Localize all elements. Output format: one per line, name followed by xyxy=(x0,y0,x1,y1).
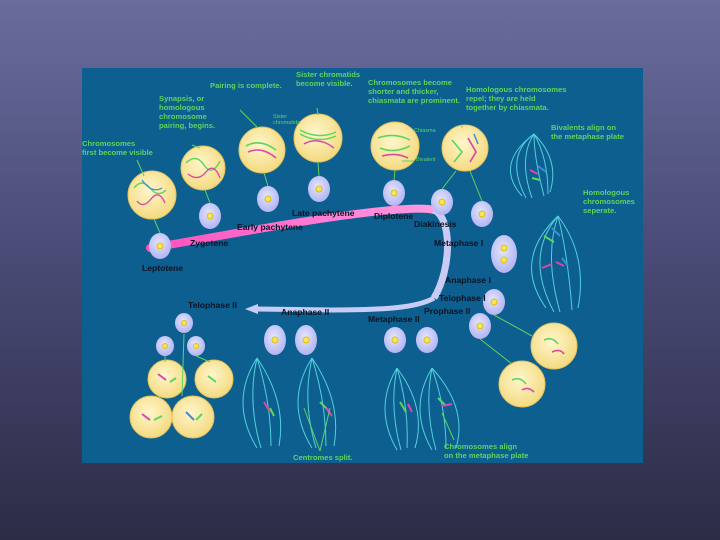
note-line: together by chiasmata. xyxy=(466,103,549,112)
cells-telophase-2 xyxy=(129,359,234,439)
leader-lines-top xyxy=(136,107,483,234)
note-line: pairing, begins. xyxy=(159,121,215,130)
stage-telophase-2: Telophase II xyxy=(188,300,237,310)
chromosomes-metaphase-1 xyxy=(529,165,547,181)
small-cells-anaphase-2 xyxy=(264,325,317,355)
stage-anaphase-1: Anaphase I xyxy=(445,275,491,285)
cell-chiasmata xyxy=(370,121,420,171)
note-line: on the metaphase plate xyxy=(444,451,528,460)
cell-telophase-1-lower xyxy=(498,360,546,408)
cell-pairing-complete xyxy=(238,126,286,174)
note-line: Chromosomes align xyxy=(444,442,517,451)
cell-sister-chromatids xyxy=(293,113,343,163)
note-line: seperate. xyxy=(583,206,616,215)
note-line: Homologous xyxy=(583,188,629,197)
spindle-anaphase-1 xyxy=(531,215,581,313)
note-line: shorter and thicker, xyxy=(368,87,438,96)
label-bivalent: Bivalent xyxy=(416,157,436,163)
stage-diplotene: Diplotene xyxy=(374,211,413,221)
chromosomes-anaphase-1 xyxy=(541,227,569,269)
note-centromeres: Centromes split. xyxy=(293,453,353,462)
stage-late-pachytene: Late pachytene xyxy=(292,208,355,218)
note-line: the metaphase plate xyxy=(551,132,624,141)
note-line: Chromosomes become xyxy=(368,78,452,87)
leader-lines-right xyxy=(479,314,533,365)
leader-lines-bottom xyxy=(164,333,455,452)
note-line: chiasmata are prominent. xyxy=(368,96,460,105)
small-cells-telophase-2 xyxy=(156,313,205,356)
note-line: become visible. xyxy=(296,79,353,88)
cell-chromosomes-visible xyxy=(127,170,177,220)
chromosomes-metaphase-2 xyxy=(399,397,453,413)
note-line: repel; they are held xyxy=(466,94,536,103)
stage-metaphase-1: Metaphase I xyxy=(434,238,483,248)
spindle-anaphase-2 xyxy=(242,357,337,449)
small-cells-metaphase-2 xyxy=(384,327,438,353)
note-line: Chromosomes xyxy=(82,139,135,148)
cell-telophase-1-upper xyxy=(530,322,578,370)
note-line: chromosome xyxy=(159,112,207,121)
spindle-metaphase-1 xyxy=(509,133,554,199)
note-line: Homologous chromosomes xyxy=(466,85,566,94)
label-line: chromatids xyxy=(273,120,300,126)
small-cells-prophase xyxy=(149,176,493,259)
stage-early-pachytene: Early pachytene xyxy=(237,222,303,232)
stage-leptotene: Leptotene xyxy=(142,263,183,273)
note-line: homologous xyxy=(159,103,205,112)
note-pairing-complete: Pairing is complete. xyxy=(210,81,282,90)
cell-homologs-repel xyxy=(441,124,489,172)
note-line: Sister chromatids xyxy=(296,70,360,79)
note-line: Synapsis, or xyxy=(159,94,204,103)
label-line: Sister xyxy=(273,114,287,120)
small-cells-meta-ana-1 xyxy=(469,235,517,339)
label-chiasma: Chiasma xyxy=(414,128,437,134)
stage-telophase-1: Telophase I xyxy=(439,293,486,303)
spindle-metaphase-2 xyxy=(384,367,460,451)
note-line: chromosomes xyxy=(583,197,635,206)
stage-anaphase-2: Anaphase II xyxy=(281,307,329,317)
stage-metaphase-2: Metaphase II xyxy=(368,314,420,324)
note-line: first become visible xyxy=(82,148,153,157)
stage-prophase-2: Prophase II xyxy=(424,306,470,316)
stage-diakinesis: Diakinesis xyxy=(414,219,457,229)
note-line: Bivalents align on xyxy=(551,123,616,132)
cell-synapsis xyxy=(180,145,226,191)
stage-zygotene: Zygotene xyxy=(190,238,228,248)
